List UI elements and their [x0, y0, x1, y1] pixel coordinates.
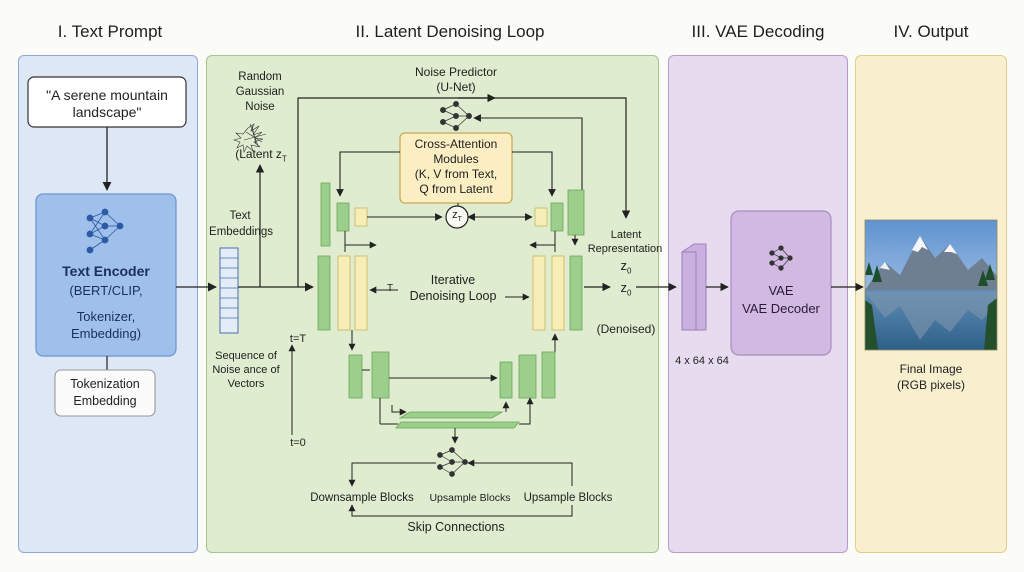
- section-title-vae: III. VAE Decoding: [691, 22, 825, 41]
- neural-network-icon: [86, 208, 124, 254]
- encoder-title: Text Encoder: [62, 263, 150, 279]
- iterative-line2: Denoising Loop: [409, 289, 497, 303]
- text-embeddings-line1: Text: [229, 210, 251, 222]
- cross-attention-box: [399, 132, 513, 204]
- output-caption-line1: Final Image: [899, 362, 963, 376]
- cross-attention-line1: Cross-Attention: [414, 137, 498, 151]
- output-caption-line2: (RGB pixels): [896, 378, 965, 392]
- latent-dims-label: 4 x 64 x 64: [675, 355, 729, 367]
- prompt-text-line2: landscape": [72, 104, 142, 120]
- text-embeddings-line2: Embeddings: [209, 226, 273, 238]
- tokenization-box: [54, 369, 156, 417]
- text-encoder-box: [35, 193, 177, 357]
- zt-circle: [445, 205, 469, 229]
- mountain-lake-image: [864, 219, 998, 351]
- sequence-label-line1: Sequence of: [215, 350, 277, 362]
- tokenization-line1: Tokenization: [70, 377, 140, 391]
- z0-label-a: z0: [620, 258, 632, 276]
- section-title-text-prompt: I. Text Prompt: [57, 22, 163, 41]
- sequence-label-line3: Vectors: [227, 378, 265, 390]
- noise-label-line2: Gaussian: [235, 86, 285, 98]
- latent-rep-line1: Latent: [610, 229, 642, 241]
- encoder-line2: Tokenizer,: [76, 309, 136, 324]
- noise-texture-icon: [232, 123, 267, 153]
- denoised-label: (Denoised): [596, 322, 656, 336]
- tokenization-line2: Embedding: [73, 394, 137, 408]
- skip-connections-label: Skip Connections: [407, 520, 505, 534]
- noise-label-line3: Noise: [245, 101, 275, 113]
- vae-decoder-box: [730, 210, 832, 356]
- encoder-line3: Embedding): [70, 326, 142, 341]
- sequence-label-line2: Noise ance of: [212, 364, 280, 376]
- latent-zt-label: (Latent zT: [235, 147, 287, 164]
- cross-attention-line4: Q from Latent: [419, 182, 493, 196]
- noise-predictor-line2: (U-Net): [436, 80, 476, 94]
- zt-circle-label: zT: [452, 209, 462, 224]
- t-bottom-label: t=0: [290, 437, 306, 449]
- unet-neural-icon: [440, 101, 472, 131]
- latent-tensor: [681, 251, 697, 331]
- upsample-right-label: Upsample Blocks: [523, 492, 613, 504]
- vae-label-line2: VAE Decoder: [742, 301, 820, 316]
- noise-predictor-line1: Noise Predictor: [414, 65, 498, 79]
- latent-rep-line2: Representation: [587, 243, 663, 255]
- cross-attention-line2: Modules: [433, 152, 479, 166]
- t-top-label: t=T: [289, 333, 307, 345]
- vae-neural-icon: [769, 245, 793, 271]
- prompt-text-line1: "A serene mountain: [46, 87, 168, 103]
- z0-label-b: z0: [620, 280, 632, 298]
- embedding-vector-column: [219, 247, 239, 334]
- encoder-line1: (BERT/CLIP,: [69, 283, 143, 298]
- iterative-line1: Iterative: [430, 273, 476, 287]
- cross-attention-line3: (K, V from Text,: [414, 167, 498, 181]
- noise-label-line1: Random: [238, 71, 282, 83]
- downsample-label: Downsample Blocks: [310, 492, 414, 504]
- vae-label-line1: VAE: [768, 283, 794, 298]
- bottleneck-neural-icon: [437, 447, 468, 477]
- t-marker-label: T: [386, 283, 394, 294]
- section-title-denoising: II. Latent Denoising Loop: [355, 22, 545, 41]
- section-title-output: IV. Output: [893, 22, 969, 41]
- upsample-mid-label: Upsample Blocks: [429, 492, 511, 504]
